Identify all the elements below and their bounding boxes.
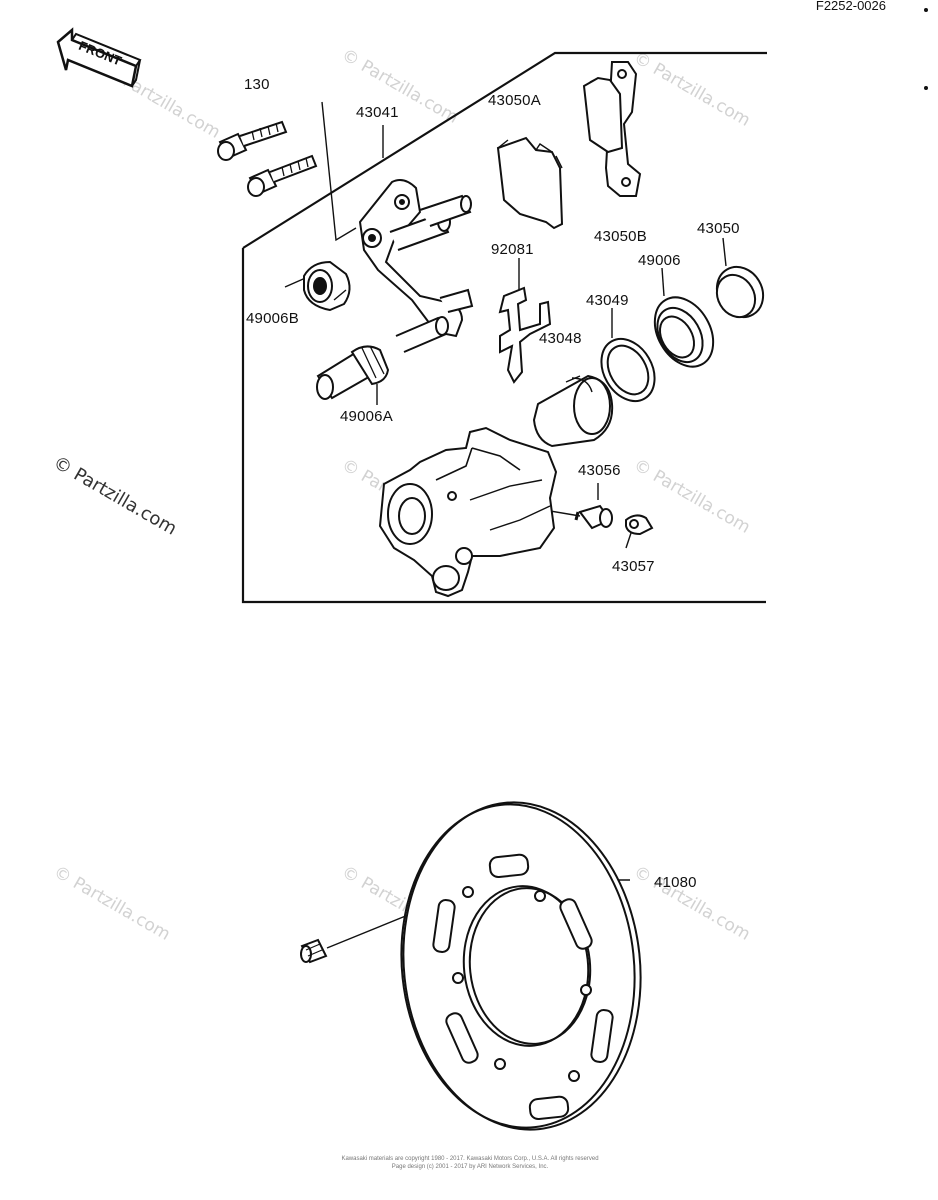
bolt-icon xyxy=(247,154,318,197)
copyright-notice: Kawasaki materials are copyright 1980 - … xyxy=(300,1155,640,1171)
brake-disc xyxy=(400,801,642,1131)
boot-icon xyxy=(303,260,351,312)
front-arrow-icon: FRONT xyxy=(56,27,142,88)
part-label: 49006 xyxy=(638,252,681,269)
diagram-code: F2252-0026 xyxy=(815,0,886,13)
part-label: 43050B xyxy=(594,228,647,245)
part-label: 130 xyxy=(244,76,270,93)
part-label: 43041 xyxy=(356,104,399,121)
brake-pad-icon xyxy=(582,61,642,197)
bleed-cap-icon xyxy=(625,514,654,536)
margin-dot xyxy=(924,8,928,12)
brake-pad-icon xyxy=(496,136,564,230)
part-label: 43057 xyxy=(612,558,655,575)
caliper-assembly-box xyxy=(241,51,767,604)
part-label: 49006A xyxy=(340,408,393,425)
caliper-body xyxy=(378,426,558,598)
disc-bolt-icon xyxy=(300,938,328,964)
pad-spring-icon xyxy=(498,286,552,384)
piston-seal-icon xyxy=(600,338,656,402)
part-label: 43050 xyxy=(697,220,740,237)
part-label: 49006B xyxy=(246,310,299,327)
margin-dot xyxy=(924,86,928,90)
part-label: 92081 xyxy=(491,241,534,258)
piston-icon xyxy=(532,374,614,448)
copyright-line: Page design (c) 2001 - 2017 by ARI Netwo… xyxy=(391,1164,549,1170)
caliper-holder-bracket xyxy=(358,179,474,353)
part-label: 43050A xyxy=(488,92,541,109)
part-label: 41080 xyxy=(654,874,697,891)
dust-seal-icon xyxy=(653,296,715,368)
cap-icon xyxy=(715,265,765,319)
pin-boot-icon xyxy=(316,345,390,400)
copyright-line: Kawasaki materials are copyright 1980 - … xyxy=(341,1156,599,1162)
part-label: 43048 xyxy=(539,330,582,347)
part-label: 43049 xyxy=(586,292,629,309)
bolt-icon xyxy=(217,120,288,161)
part-label: 43056 xyxy=(578,462,621,479)
bleed-valve-icon xyxy=(574,504,613,530)
